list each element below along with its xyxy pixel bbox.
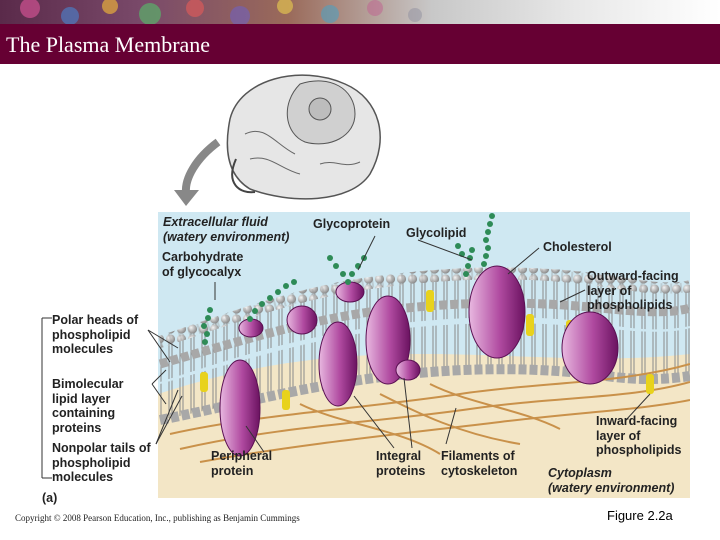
label-integral-proteins: Integral proteins	[376, 449, 426, 478]
label-glycoprotein: Glycoprotein	[313, 217, 391, 231]
label-extracellular-fluid: Extracellular fluid (watery environment)	[163, 215, 290, 244]
label-cytoskeleton-filaments: Filaments of cytoskeleton	[441, 449, 518, 478]
cytoskeleton-filaments	[169, 363, 690, 463]
label-carbohydrate-glycocalyx: Carbohydrate of glycocalyx	[162, 250, 244, 279]
label-polar-heads: Polar heads of phospholipid molecules	[52, 313, 139, 356]
label-outward-facing-layer: Outward-facing layer of phospholipids	[587, 269, 679, 312]
membrane-illustration	[41, 74, 690, 498]
label-peripheral-protein: Peripheral protein	[211, 449, 273, 478]
glycocalyx-chains	[201, 213, 495, 345]
cell-sketch	[174, 74, 381, 206]
title-bar: The Plasma Membrane	[0, 24, 720, 64]
label-nonpolar-tails: Nonpolar tails of phospholipid molecules	[52, 441, 151, 484]
plasma-membrane-figure: Extracellular fluid (watery environment)…	[0, 64, 720, 505]
label-glycolipid: Glycolipid	[406, 226, 467, 240]
panel-label: (a)	[42, 491, 58, 505]
figure-number: Figure 2.2a	[607, 508, 673, 523]
copyright-notice: Copyright © 2008 Pearson Education, Inc.…	[15, 513, 300, 523]
leader-lines	[41, 235, 651, 479]
label-inward-facing-layer: Inward-facing layer of phospholipids	[596, 414, 682, 457]
label-cholesterol: Cholesterol	[543, 240, 612, 254]
label-cytoplasm: Cytoplasm (watery environment)	[548, 466, 675, 495]
header-banner-image	[0, 0, 720, 24]
label-bimolecular-lipid-layer: Bimolecular lipid layer containing prote…	[52, 377, 124, 435]
slide-title: The Plasma Membrane	[6, 32, 211, 57]
